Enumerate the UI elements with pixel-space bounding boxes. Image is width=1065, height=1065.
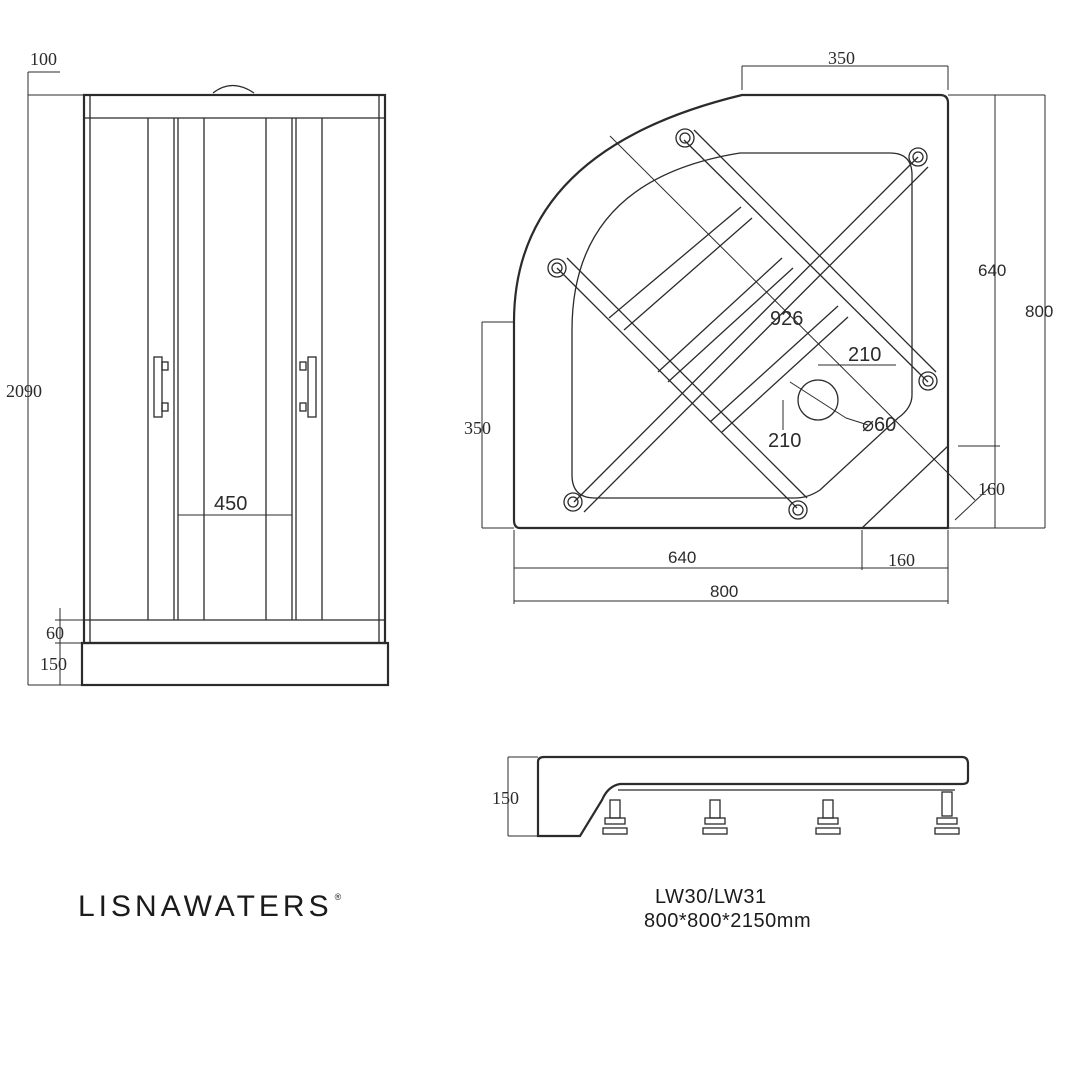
cabin-frame: [82, 93, 387, 645]
dim-height: 2090: [6, 381, 42, 401]
tray-outline: [512, 93, 950, 530]
product-size: 800*800*2150mm: [644, 910, 812, 932]
front-view: 100 2090 450 60 150: [6, 49, 390, 687]
tray-side-profile: [536, 755, 970, 838]
dim-bottom-800: 800: [710, 582, 738, 601]
dim-bottom-640: 640: [668, 548, 696, 567]
registered-mark: ®: [334, 892, 342, 902]
brand-name: LISNAWATERS: [78, 890, 333, 923]
dim-door-width: 450: [214, 493, 247, 515]
top-dome: [212, 84, 255, 94]
dim-bottom-160: 160: [888, 550, 915, 570]
dim-right-800: 800: [1025, 302, 1053, 321]
base-tray: [80, 641, 390, 687]
dim-left-350: 350: [464, 418, 491, 438]
left-handle-icon: [153, 356, 169, 418]
dim-diagonal-926: 926: [770, 308, 803, 330]
adjustable-leg-icon: [602, 791, 960, 835]
dim-top-350: 350: [828, 48, 855, 68]
dim-drain-y: 210: [768, 430, 801, 452]
dim-drain-diameter: ⌀60: [862, 414, 896, 436]
dim-base: 150: [40, 654, 67, 674]
dim-step: 60: [46, 623, 64, 643]
side-view: 150: [492, 755, 970, 838]
dim-side-150: 150: [492, 788, 519, 808]
brand-logo: LISNAWATERS®: [78, 890, 342, 924]
right-handle-icon: [299, 356, 317, 418]
dim-top: 100: [30, 49, 57, 69]
model-number: LW30/LW31: [655, 886, 767, 908]
dim-corner-160: 160: [978, 479, 1005, 499]
drain-icon: [797, 379, 839, 421]
support-frame: [556, 129, 937, 513]
foot-bolt-icon: [547, 128, 938, 520]
top-view: 350 640 800 926 210 210 ⌀60 350 160 640 …: [464, 48, 1053, 604]
inner-basin: [571, 152, 913, 499]
dim-drain-x: 210: [848, 344, 881, 366]
dim-right-640: 640: [978, 261, 1006, 280]
